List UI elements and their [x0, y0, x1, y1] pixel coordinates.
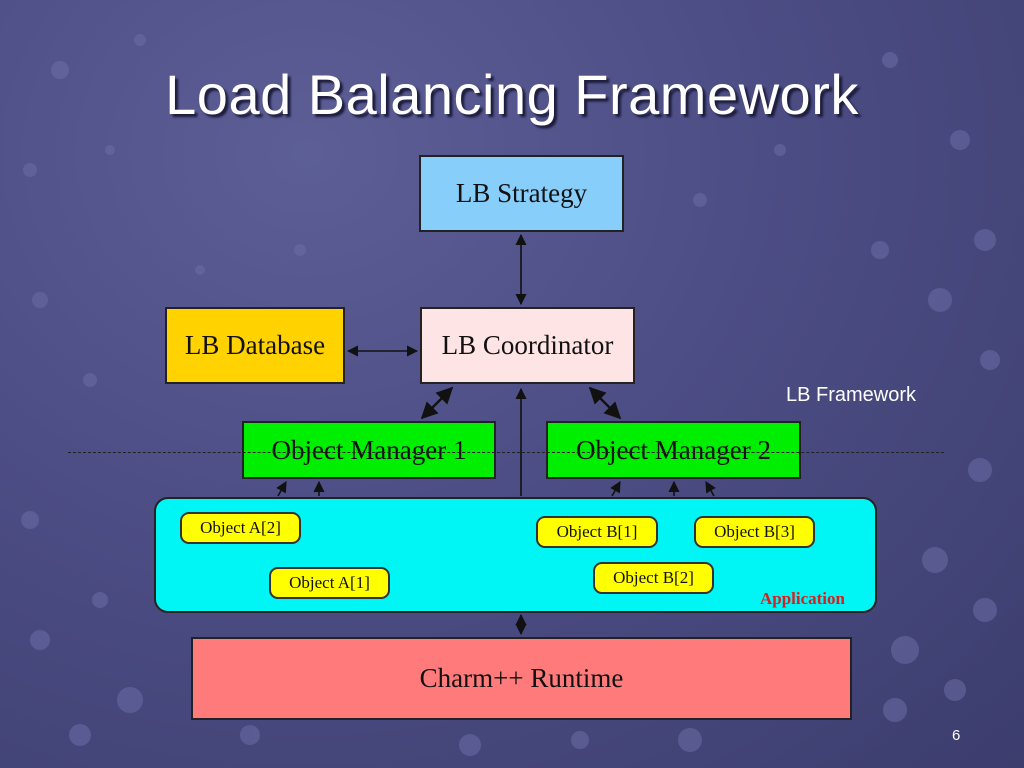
object-b2: Object B[2] — [593, 562, 714, 594]
lb-strategy-box: LB Strategy — [419, 155, 624, 232]
arrow-app-om2-a — [610, 481, 621, 497]
lb-database-box: LB Database — [165, 307, 345, 384]
application-container: Object A[2] Object A[1] Object B[1] Obje… — [154, 497, 877, 613]
framework-boundary-line — [68, 452, 944, 453]
object-manager-2-box: Object Manager 2 — [546, 421, 801, 479]
slide-title: Load Balancing Framework — [165, 63, 859, 126]
object-a2: Object A[2] — [180, 512, 301, 544]
arrow-app-om1-a — [276, 481, 287, 497]
charm-runtime-box: Charm++ Runtime — [191, 637, 852, 720]
lb-coordinator-box: LB Coordinator — [420, 307, 635, 384]
arrow-app-om2-c — [705, 481, 716, 497]
object-a1: Object A[1] — [269, 567, 390, 599]
object-b1: Object B[1] — [536, 516, 658, 548]
lb-framework-label: LB Framework — [786, 384, 917, 406]
arrow-coordinator-om1 — [420, 386, 454, 420]
object-b3: Object B[3] — [694, 516, 815, 548]
object-manager-1-box: Object Manager 1 — [242, 421, 496, 479]
page-number: 6 — [952, 727, 961, 744]
arrow-coordinator-om2 — [588, 386, 622, 420]
application-label: Application — [759, 589, 845, 608]
